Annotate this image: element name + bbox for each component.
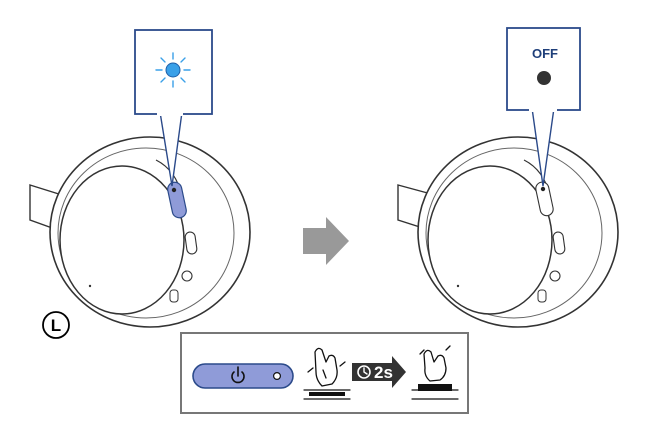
- ear-pad: [59, 165, 185, 315]
- headphone-left-state-on: [29, 136, 251, 328]
- side-button-lower: [552, 231, 566, 255]
- instruction-panel: 2s: [180, 332, 469, 414]
- usb-port: [181, 270, 193, 282]
- timer-label: 2s: [374, 363, 393, 382]
- callout-pointer: [531, 107, 555, 187]
- callout-led-off: OFF: [506, 27, 581, 187]
- power-button-illustration: [192, 363, 294, 389]
- earcup-rim: [57, 147, 235, 319]
- headphone-right-state-off: [397, 136, 619, 328]
- callout-join: [157, 110, 183, 116]
- left-side-marker: L: [42, 311, 70, 339]
- led-dot: [273, 372, 282, 381]
- clock-icon: [357, 365, 371, 379]
- power-button: [535, 181, 554, 217]
- mic-hole: [456, 284, 460, 288]
- led-blinking-icon: [155, 52, 191, 88]
- side-switch: [537, 289, 547, 303]
- finger-press-icon: [303, 347, 351, 400]
- transition-arrow: [303, 217, 349, 265]
- finger-hold-icon: [411, 345, 459, 400]
- hold-2s-indicator: 2s: [352, 356, 406, 388]
- earcup-rim: [425, 147, 603, 319]
- led-off-icon: [537, 71, 551, 85]
- led-indicator: [540, 186, 546, 192]
- mic-hole: [88, 284, 92, 288]
- led-indicator: [171, 187, 177, 193]
- ear-pad: [427, 165, 553, 315]
- power-icon: [231, 366, 245, 384]
- side-label: L: [51, 316, 61, 335]
- usb-port: [549, 270, 561, 282]
- callout-led-on: [134, 29, 213, 187]
- callout-box: [506, 27, 581, 111]
- off-label: OFF: [532, 46, 558, 61]
- side-switch: [169, 289, 179, 303]
- callout-join: [529, 106, 557, 112]
- callout-pointer: [159, 111, 183, 187]
- side-button-lower: [184, 231, 198, 255]
